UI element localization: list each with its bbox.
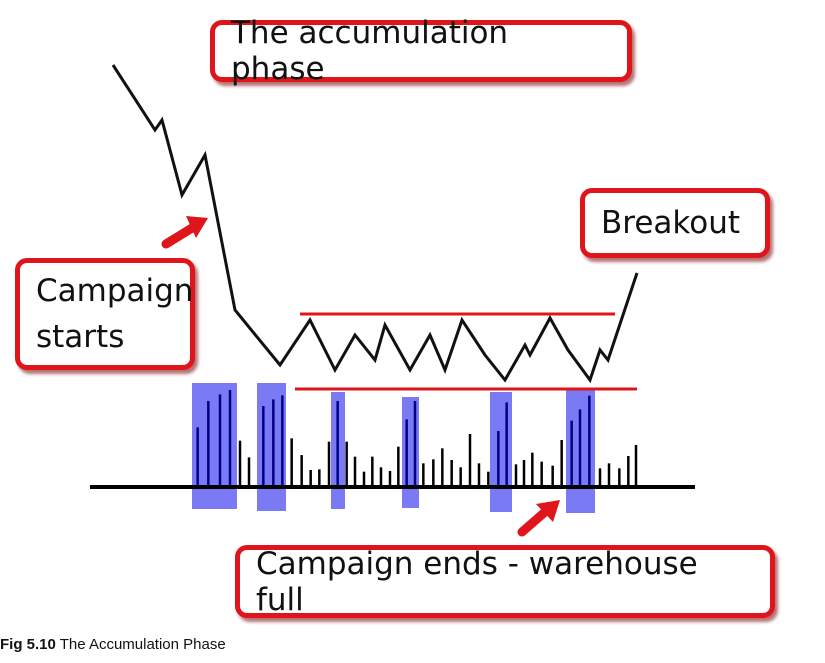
campaign-ends-label: Campaign ends - warehouse full: [235, 545, 775, 618]
title-text: The accumulation phase: [231, 15, 509, 87]
arrow-campaign-ends-icon: [517, 500, 560, 537]
volume-bars: [196, 390, 638, 487]
breakout-label: Breakout: [580, 188, 770, 258]
caption-text: The Accumulation Phase: [59, 636, 226, 653]
figure-caption: Fig 5.10 The Accumulation Phase: [0, 636, 226, 653]
volume-highlight: [402, 397, 419, 508]
volume-highlight: [490, 392, 512, 512]
caption-number: Fig 5.10: [0, 636, 56, 653]
breakout-text: Breakout: [601, 205, 741, 241]
title-label: The accumulation phase: [210, 15, 632, 87]
arrow-campaign-starts-icon: [161, 216, 208, 249]
price-line: [111, 64, 639, 384]
volume-highlights: [192, 383, 595, 513]
campaign-starts-label: Campaign starts: [15, 258, 195, 370]
campaign-ends-text: Campaign ends - warehouse full: [256, 545, 698, 618]
campaign-starts-text: Campaign starts: [36, 272, 194, 356]
